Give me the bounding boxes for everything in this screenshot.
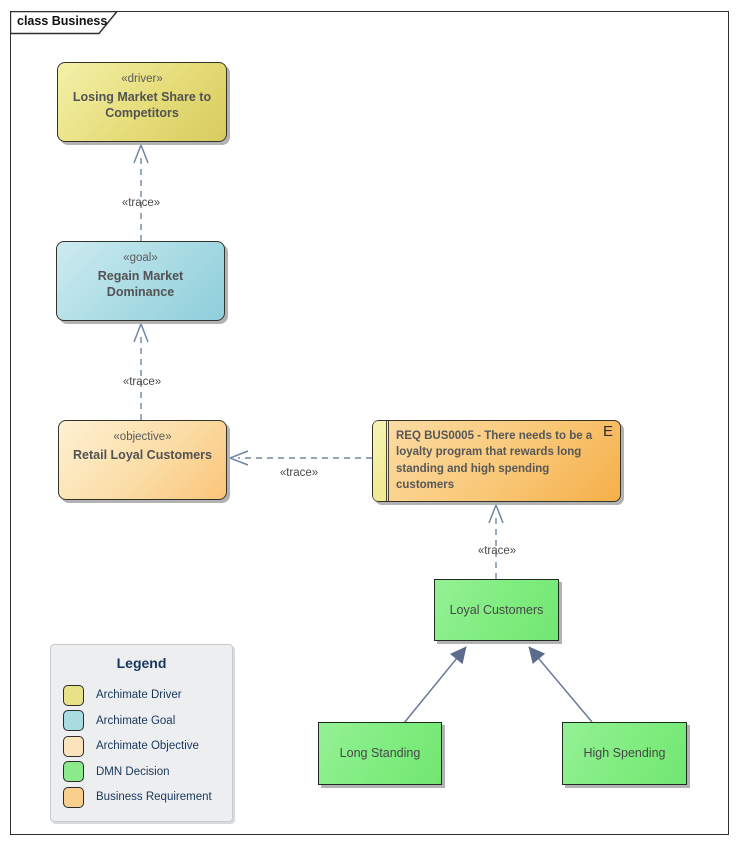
trace-label: «trace» (477, 545, 517, 557)
legend-label: Business Requirement (96, 791, 212, 803)
legend-rows: Archimate Driver Archimate Goal Archimat… (63, 684, 224, 812)
legend-swatch-objective (63, 735, 84, 757)
legend-label: DMN Decision (96, 765, 170, 778)
node-driver[interactable]: «driver» Losing Market Share to Competit… (57, 62, 227, 142)
legend-item-business-requirement: Business Requirement (63, 786, 224, 808)
legend-item-archimate-objective: Archimate Objective (63, 735, 224, 757)
legend-label: Archimate Objective (96, 740, 199, 752)
node-loyal-customers[interactable]: Loyal Customers (434, 579, 559, 641)
diagram-frame-tab (10, 11, 119, 35)
legend-item-archimate-goal: Archimate Goal (63, 710, 224, 732)
node-high-spending[interactable]: High Spending (562, 722, 687, 785)
node-long-standing[interactable]: Long Standing (318, 722, 442, 785)
frame-title: class Business (17, 14, 108, 28)
node-objective[interactable]: «objective» Retail Loyal Customers (58, 420, 227, 500)
node-name: REQ BUS0005 - There needs to be a loyalt… (396, 430, 593, 491)
diagram-frame (10, 11, 729, 835)
trace-label: «trace» (279, 467, 319, 479)
node-stereotype: «objective» (113, 431, 172, 443)
legend-item-dmn-decision: DMN Decision (63, 761, 224, 783)
node-name: Losing Market Share to Competitors (72, 89, 212, 120)
trace-label: «trace» (121, 197, 161, 209)
legend-label: Archimate Goal (96, 714, 176, 727)
node-name: Regain Market Dominance (97, 268, 184, 299)
node-business-requirement[interactable]: REQ BUS0005 - There needs to be a loyalt… (372, 420, 621, 502)
legend-swatch-dmn (63, 761, 84, 782)
node-goal[interactable]: «goal» Regain Market Dominance (56, 241, 225, 321)
legend-item-archimate-driver: Archimate Driver (63, 684, 224, 706)
legend-swatch-busreq (63, 786, 84, 808)
legend-title: Legend (116, 655, 167, 671)
legend-swatch-driver (63, 684, 84, 706)
node-stereotype: «goal» (123, 252, 158, 264)
node-name: Retail Loyal Customers (73, 447, 212, 462)
trace-label: «trace» (122, 376, 162, 388)
node-stereotype: «driver» (121, 73, 163, 85)
legend-swatch-goal (63, 710, 84, 731)
node-name: High Spending (583, 746, 666, 761)
legend-label: Archimate Driver (96, 689, 182, 701)
external-requirement-icon: E (602, 423, 613, 440)
node-name: Long Standing (339, 746, 421, 761)
requirement-side-strip (373, 421, 389, 501)
node-name: Loyal Customers (449, 602, 544, 617)
legend-panel: Legend Archimate Driver Archimate Goal A… (50, 644, 233, 822)
